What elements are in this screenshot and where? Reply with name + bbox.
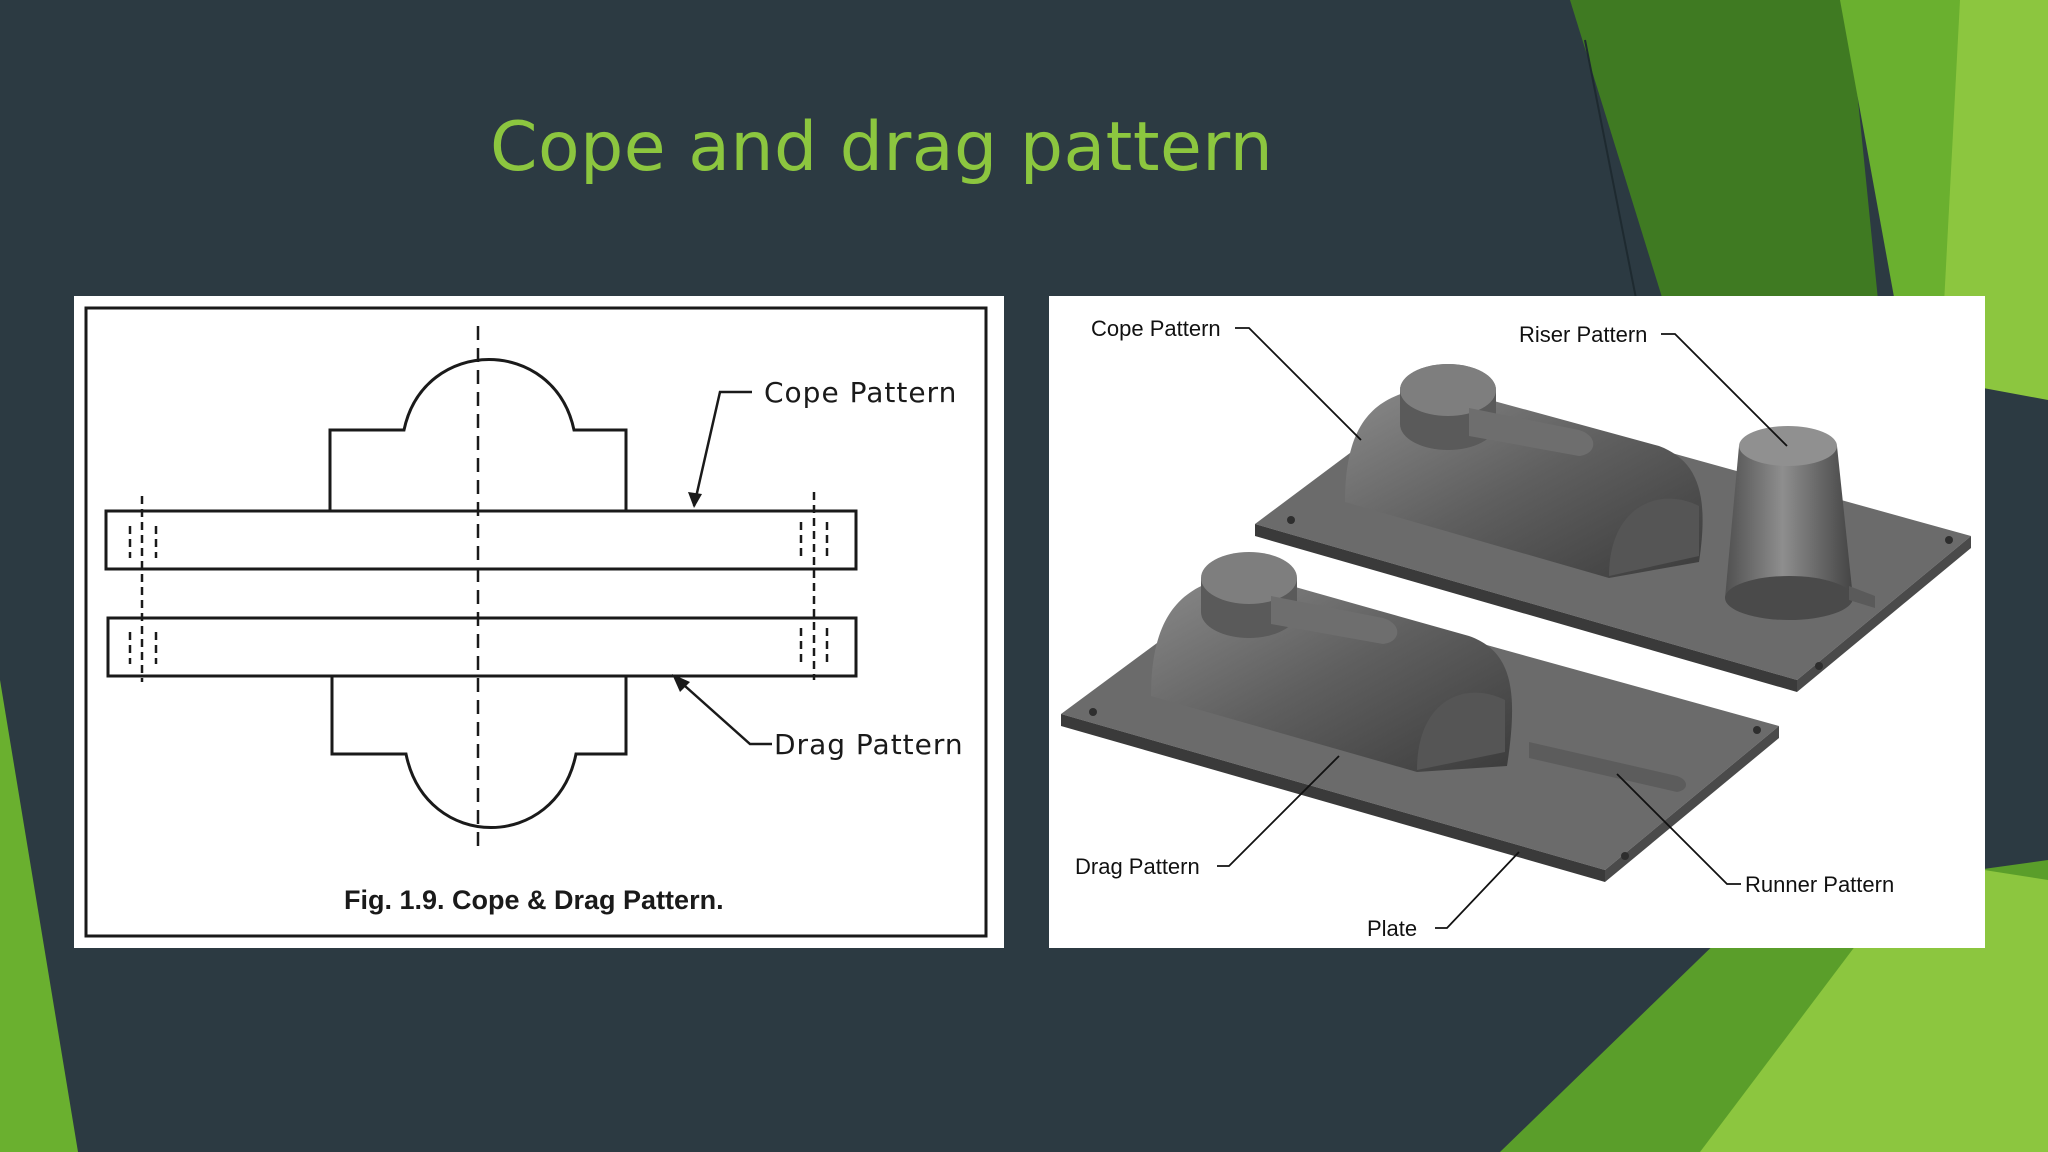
cope-leader-line [692, 390, 752, 507]
cope-plate-assembly [1255, 364, 1971, 692]
cope-plate [104, 509, 858, 571]
drag-plate [106, 616, 858, 678]
render-drag-pattern-label: Drag Pattern [1075, 854, 1200, 879]
riser-bottom [1725, 576, 1853, 620]
runner-pattern [1529, 742, 1686, 792]
cope-drag-sketch-figure: Cope Pattern Drag Pattern Fig. 1.9. Cope… [74, 296, 1004, 948]
figure-border [84, 306, 988, 938]
drag-leader-arrow [672, 674, 690, 692]
cope-plate-holes [1287, 516, 1953, 670]
drag-runner-arc [1417, 692, 1505, 770]
riser-pattern-body [1725, 446, 1853, 598]
riser-runner [1849, 586, 1875, 608]
riser-top [1739, 426, 1837, 466]
cope-plate-edge [1255, 524, 1797, 692]
drag-slot [1271, 596, 1398, 644]
cope-drag-3d-figure: Cope Pattern Riser Pattern Drag Pattern … [1049, 296, 1985, 948]
cope-slot [1469, 408, 1594, 456]
drag-plate-side [1605, 726, 1779, 882]
drag-plate-assembly [1061, 552, 1779, 882]
cope-plate-side [1797, 536, 1971, 692]
render-cope-pattern-label: Cope Pattern [1091, 316, 1221, 341]
figure-caption: Fig. 1.9. Cope & Drag Pattern. [344, 885, 724, 915]
render-runner-pattern-label: Runner Pattern [1745, 872, 1894, 897]
render-riser-pattern-label: Riser Pattern [1519, 322, 1647, 347]
cope-pattern-outline [328, 358, 628, 511]
drag-boss-top [1201, 552, 1297, 604]
drag-leader-line [675, 677, 772, 746]
cope-runner-arc [1609, 498, 1699, 576]
render-plate-label: Plate [1367, 916, 1417, 941]
dowel-marks [128, 492, 829, 682]
cope-leader-arrow [688, 492, 702, 508]
leader-lines [1217, 327, 1788, 929]
cope-pattern-label: Cope Pattern [764, 376, 957, 409]
slide-title: Cope and drag pattern [490, 108, 1274, 187]
drag-plate-edge [1061, 714, 1605, 882]
drag-pattern-outline [330, 676, 628, 829]
drag-pattern-label: Drag Pattern [774, 728, 964, 761]
bg-left-green-sliver [0, 680, 78, 1152]
drag-plate-holes [1089, 708, 1761, 860]
